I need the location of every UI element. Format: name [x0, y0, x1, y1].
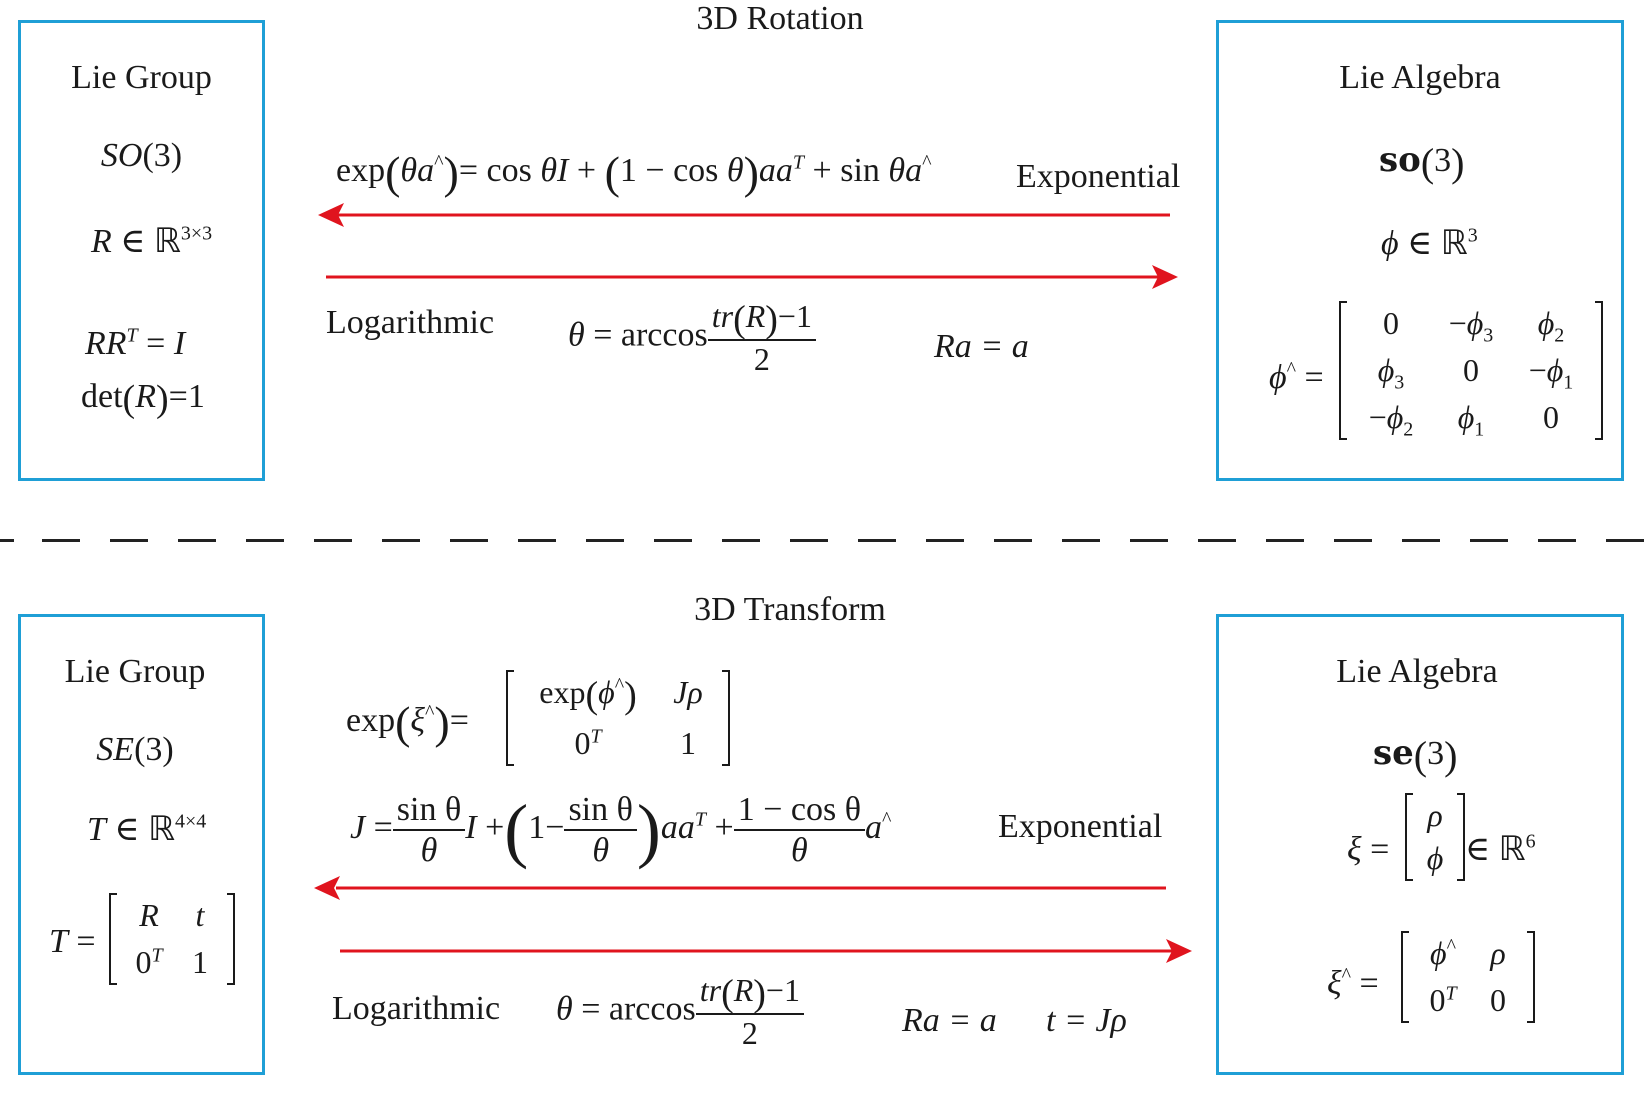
phi-space: ϕ ∈ ℝ3	[1381, 223, 1478, 263]
top-log-arrow	[326, 265, 1178, 289]
top-axis-formula: Ra = a	[934, 328, 1029, 365]
phi-hat-label: ϕ^ =	[1269, 358, 1324, 396]
so3-exp-formula: exp(θa^)= cos θI + (1 − cos θ)aaT + sin …	[336, 147, 932, 198]
top-exp-arrow	[318, 203, 1170, 227]
bottom-exponential-label: Exponential	[998, 808, 1163, 845]
lie-group-heading-2: Lie Group	[64, 653, 206, 690]
lie-group-heading: Lie Group	[71, 59, 212, 96]
se3-exp-lhs: exp(ξ^)=	[346, 697, 469, 748]
determinant-constraint: det(R)=1	[81, 378, 205, 421]
rotation-title: 3D Rotation	[696, 0, 864, 37]
transform-title: 3D Transform	[694, 591, 886, 628]
bottom-log-arrow	[340, 939, 1192, 963]
top-logarithmic-label: Logarithmic	[326, 304, 495, 341]
se3-algebra-label: se(3)	[1373, 733, 1458, 779]
lie-algebra-heading-2: Lie Algebra	[1336, 653, 1498, 690]
top-exponential-label: Exponential	[1016, 158, 1181, 195]
rotation-matrix-space: R ∈ ℝ3×3	[91, 221, 213, 261]
orthogonality-constraint: RRT = I	[85, 324, 186, 362]
T-label: T =	[49, 923, 96, 960]
xi-space: ∈ ℝ6	[1465, 829, 1536, 869]
bottom-logarithmic-label: Logarithmic	[332, 990, 501, 1027]
so3-group-box: Lie Group SO(3) R ∈ ℝ3×3 RRT = I det(R)=…	[18, 20, 265, 481]
bottom-axis-formula: Ra = a	[902, 1002, 997, 1039]
translation-formula: t = Jρ	[1046, 1002, 1127, 1039]
bottom-exp-arrow	[314, 876, 1166, 900]
so3-algebra-label: so(3)	[1379, 140, 1465, 186]
transform-matrix-space: T ∈ ℝ4×4	[87, 809, 207, 849]
lie-algebra-heading: Lie Algebra	[1339, 59, 1501, 96]
so3-label: SO(3)	[100, 137, 183, 174]
xi-hat-label: ξ^ =	[1327, 964, 1379, 1002]
xi-label: ξ =	[1347, 831, 1390, 868]
se3-label: SE(3)	[96, 731, 174, 768]
